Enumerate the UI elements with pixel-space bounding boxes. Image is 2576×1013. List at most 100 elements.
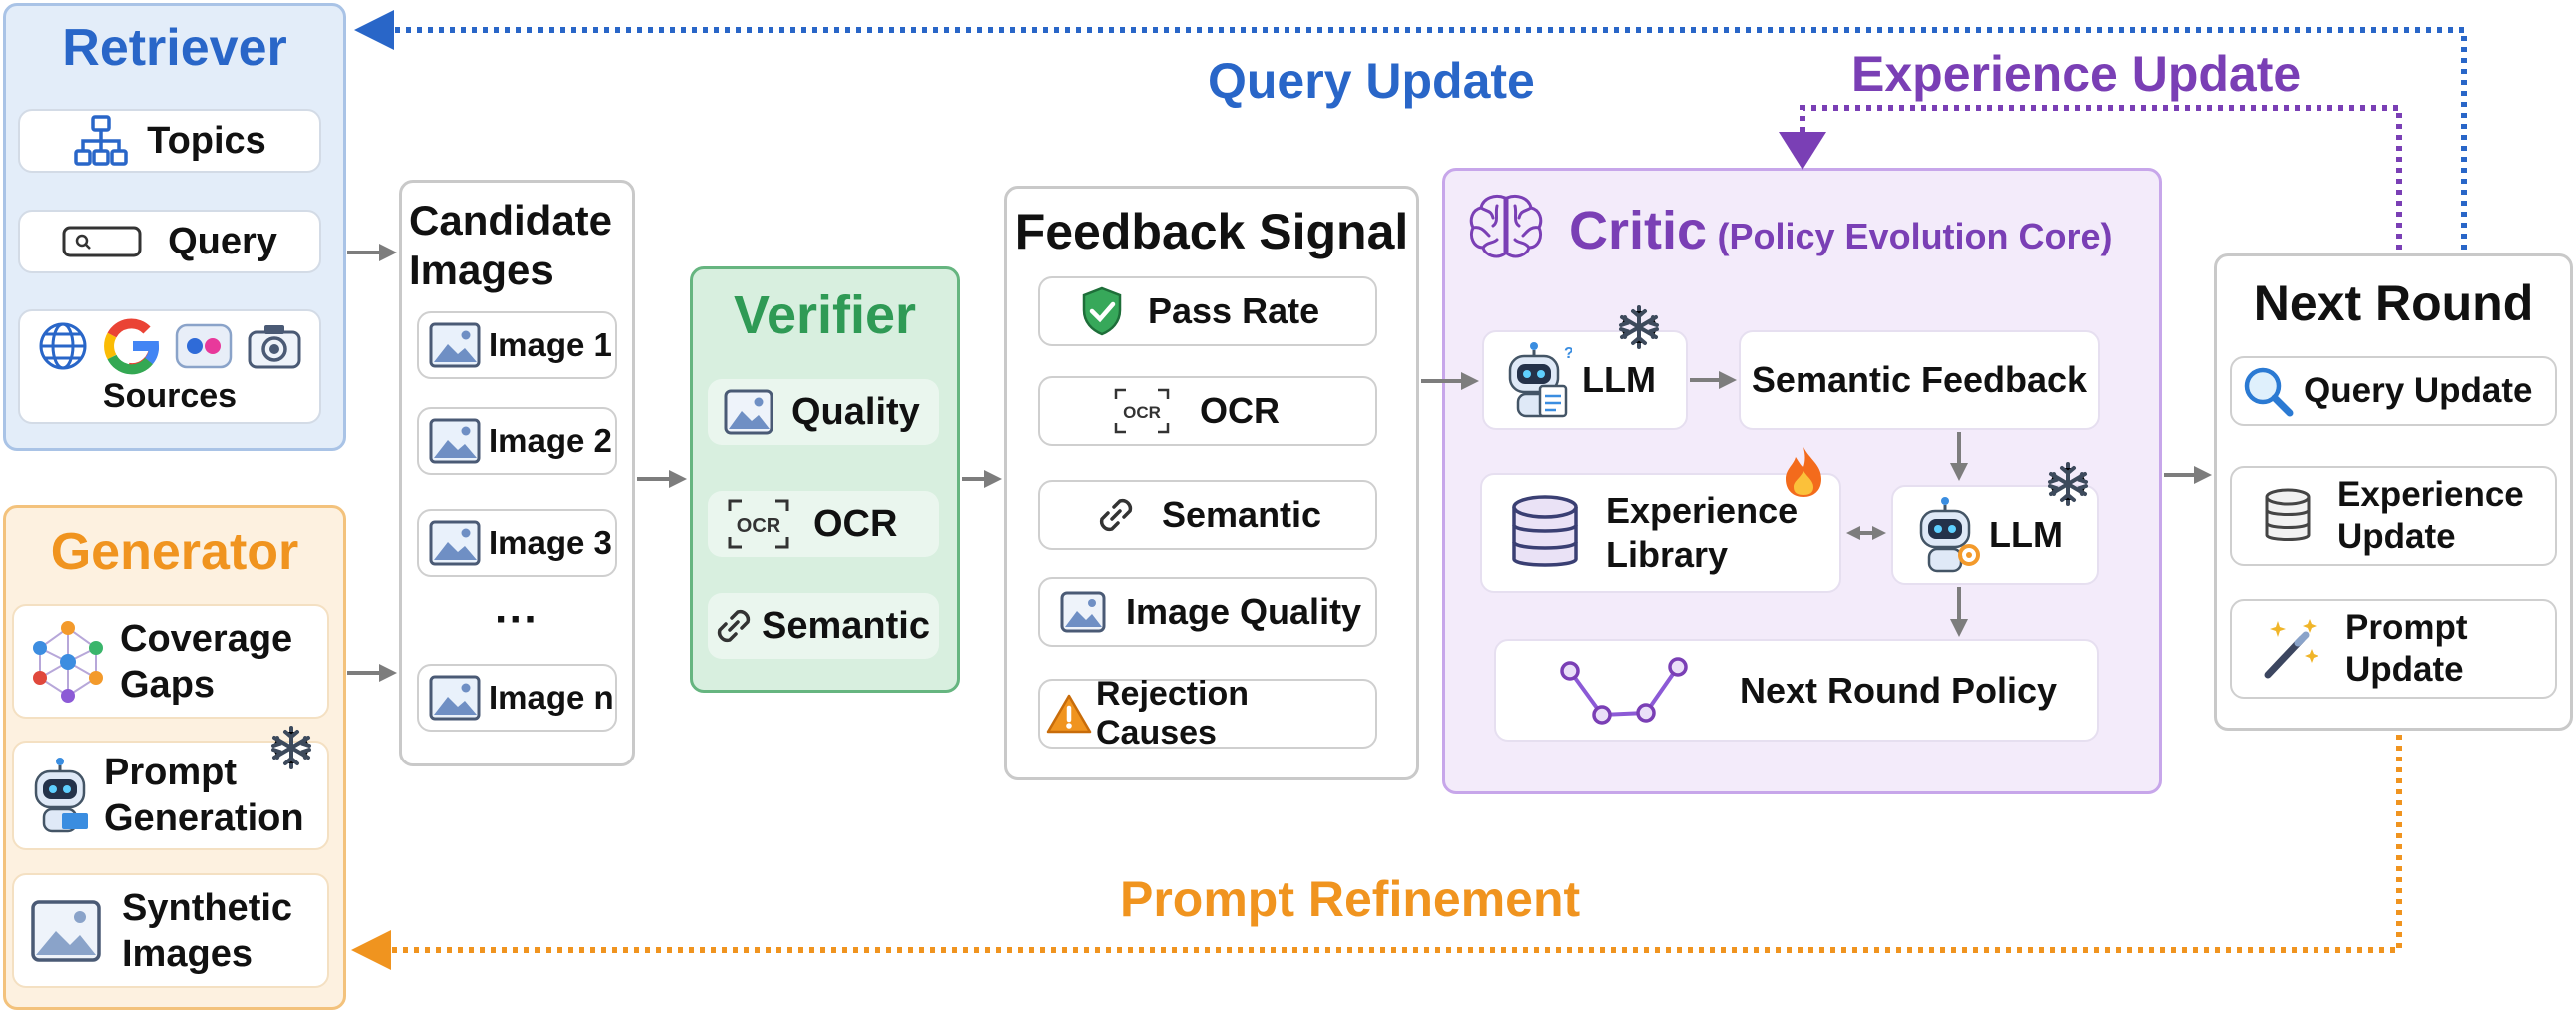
candidate-image-item[interactable]: Image 2 (417, 407, 617, 475)
critic-next-round-policy[interactable]: Next Round Policy (1494, 639, 2099, 742)
flickr-icon (175, 323, 233, 369)
generator-synthetic-images[interactable]: Synthetic Images (12, 873, 329, 988)
next-round-title: Next Round (2253, 275, 2534, 331)
critic-semantic-feedback[interactable]: Semantic Feedback (1739, 330, 2100, 430)
candidate-image-item[interactable]: Image 3 (417, 509, 617, 577)
snowflake-icon (1619, 305, 1659, 349)
policy-graph-icon (1560, 656, 1688, 725)
robot-icon (1919, 497, 1980, 573)
retriever-title: Retriever (62, 19, 287, 77)
critic-title: Critic (Policy Evolution Core) (1569, 200, 2113, 261)
ocr-icon: OCR (728, 499, 789, 549)
query-update-loop-label: Query Update (1208, 53, 1535, 109)
prompt-refinement-loop-label: Prompt Refinement (1120, 871, 1581, 927)
prompt-update-label: Prompt Update (2345, 608, 2468, 689)
verifier-title: Verifier (733, 285, 917, 345)
prompt-generation-label: Prompt Generation (104, 752, 304, 839)
feedback-rejection-causes[interactable]: Rejection Causes (1038, 675, 1377, 752)
prompt-refinement-arrowhead (351, 930, 391, 970)
candidate-image-item[interactable]: Image 1 (417, 311, 617, 379)
svg-text:OCR: OCR (737, 515, 781, 537)
robot-icon (34, 758, 88, 833)
snowflake-icon (2048, 462, 2088, 506)
next-round-policy-label: Next Round Policy (1740, 669, 2058, 711)
search-icon (2244, 367, 2294, 417)
critic-llm-2[interactable]: LLM (1891, 462, 2099, 585)
link-icon (1099, 498, 1133, 532)
candidate-images-title: Candidate Images (409, 197, 613, 293)
synthetic-images-label: Synthetic Images (122, 886, 293, 975)
generator-coverage-gaps[interactable]: Coverage Gaps (12, 604, 329, 719)
coverage-gaps-label: Coverage Gaps (120, 617, 293, 706)
quality-label: Quality (791, 390, 920, 433)
candidate-image-label: Image 1 (489, 326, 612, 363)
llm-label: LLM (1582, 359, 1656, 400)
google-icon (104, 318, 160, 375)
candidate-image-item[interactable]: Image n (417, 664, 617, 732)
query-update-arrowhead (354, 10, 394, 50)
feedback-ocr[interactable]: OCR OCR (1038, 376, 1377, 446)
database-icon (1512, 495, 1578, 567)
experience-update-label: Experience Update (2337, 475, 2524, 556)
experience-update-loop-label: Experience Update (1851, 46, 2302, 102)
camera-icon (248, 325, 301, 369)
image-icon (429, 520, 481, 566)
semantic-label: Semantic (1162, 494, 1322, 535)
ocr-label: OCR (813, 502, 898, 545)
magic-wand-icon (2264, 619, 2318, 679)
link-icon (717, 609, 751, 643)
llm-label: LLM (1989, 514, 2063, 555)
globe-icon (39, 322, 87, 370)
candidate-image-label: Image 2 (489, 422, 612, 459)
image-quality-label: Image Quality (1126, 591, 1362, 632)
retriever-sources[interactable]: Sources (18, 309, 321, 424)
retriever-topics[interactable]: Topics (18, 109, 321, 173)
warning-icon (1046, 694, 1092, 734)
critic-llm-1[interactable]: ? LLM (1482, 305, 1688, 430)
critic-experience-library[interactable]: Experience Library (1480, 447, 1841, 593)
database-icon (2265, 488, 2311, 541)
image-icon (429, 418, 481, 464)
verifier-ocr[interactable]: OCR OCR (708, 491, 939, 557)
critic-subtitle: (Policy Evolution Core) (1717, 216, 2113, 256)
rejection-causes-label: Rejection Causes (1096, 675, 1250, 752)
shield-check-icon (1082, 286, 1122, 336)
verifier-semantic[interactable]: Semantic (708, 593, 939, 659)
next-round-prompt-update[interactable]: Prompt Update (2230, 599, 2557, 699)
query-update-label: Query Update (2304, 371, 2533, 410)
feedback-semantic[interactable]: Semantic (1038, 480, 1377, 550)
candidate-ellipsis: ··· (495, 595, 539, 644)
generator-prompt-generation[interactable]: Prompt Generation (12, 726, 329, 850)
image-icon (1060, 591, 1106, 633)
hierarchy-icon (74, 115, 128, 166)
experience-library-label: Experience Library (1606, 490, 1799, 575)
semantic-feedback-label: Semantic Feedback (1751, 359, 2088, 400)
query-label: Query (168, 220, 277, 262)
pass-rate-label: Pass Rate (1148, 290, 1320, 331)
next-round-experience-update[interactable]: Experience Update (2230, 466, 2557, 566)
image-icon (31, 899, 101, 962)
sources-label: Sources (102, 377, 238, 415)
retriever-query[interactable]: Query (18, 210, 321, 273)
generator-title: Generator (50, 523, 299, 581)
image-icon (429, 322, 481, 368)
network-icon (33, 620, 103, 703)
critic-title-main: Critic (1569, 201, 1708, 260)
svg-text:?: ? (1564, 345, 1572, 362)
feedback-pass-rate[interactable]: Pass Rate (1038, 276, 1377, 346)
search-bar-icon (62, 226, 142, 257)
ocr-icon: OCR (1114, 388, 1170, 434)
robot-icon: ? (1508, 342, 1572, 418)
feedback-signal-title: Feedback Signal (1014, 204, 1409, 259)
semantic-label: Semantic (762, 604, 930, 647)
svg-text:OCR: OCR (1123, 403, 1161, 422)
verifier-quality[interactable]: Quality (708, 379, 939, 445)
brain-icon (1469, 194, 1543, 258)
snowflake-icon (271, 726, 311, 769)
feedback-image-quality[interactable]: Image Quality (1038, 577, 1377, 647)
topics-label: Topics (147, 119, 266, 162)
experience-update-arrowhead (1779, 132, 1826, 170)
candidate-image-label: Image n (489, 679, 614, 716)
candidate-image-label: Image 3 (489, 524, 612, 561)
next-round-query-update[interactable]: Query Update (2230, 356, 2557, 426)
